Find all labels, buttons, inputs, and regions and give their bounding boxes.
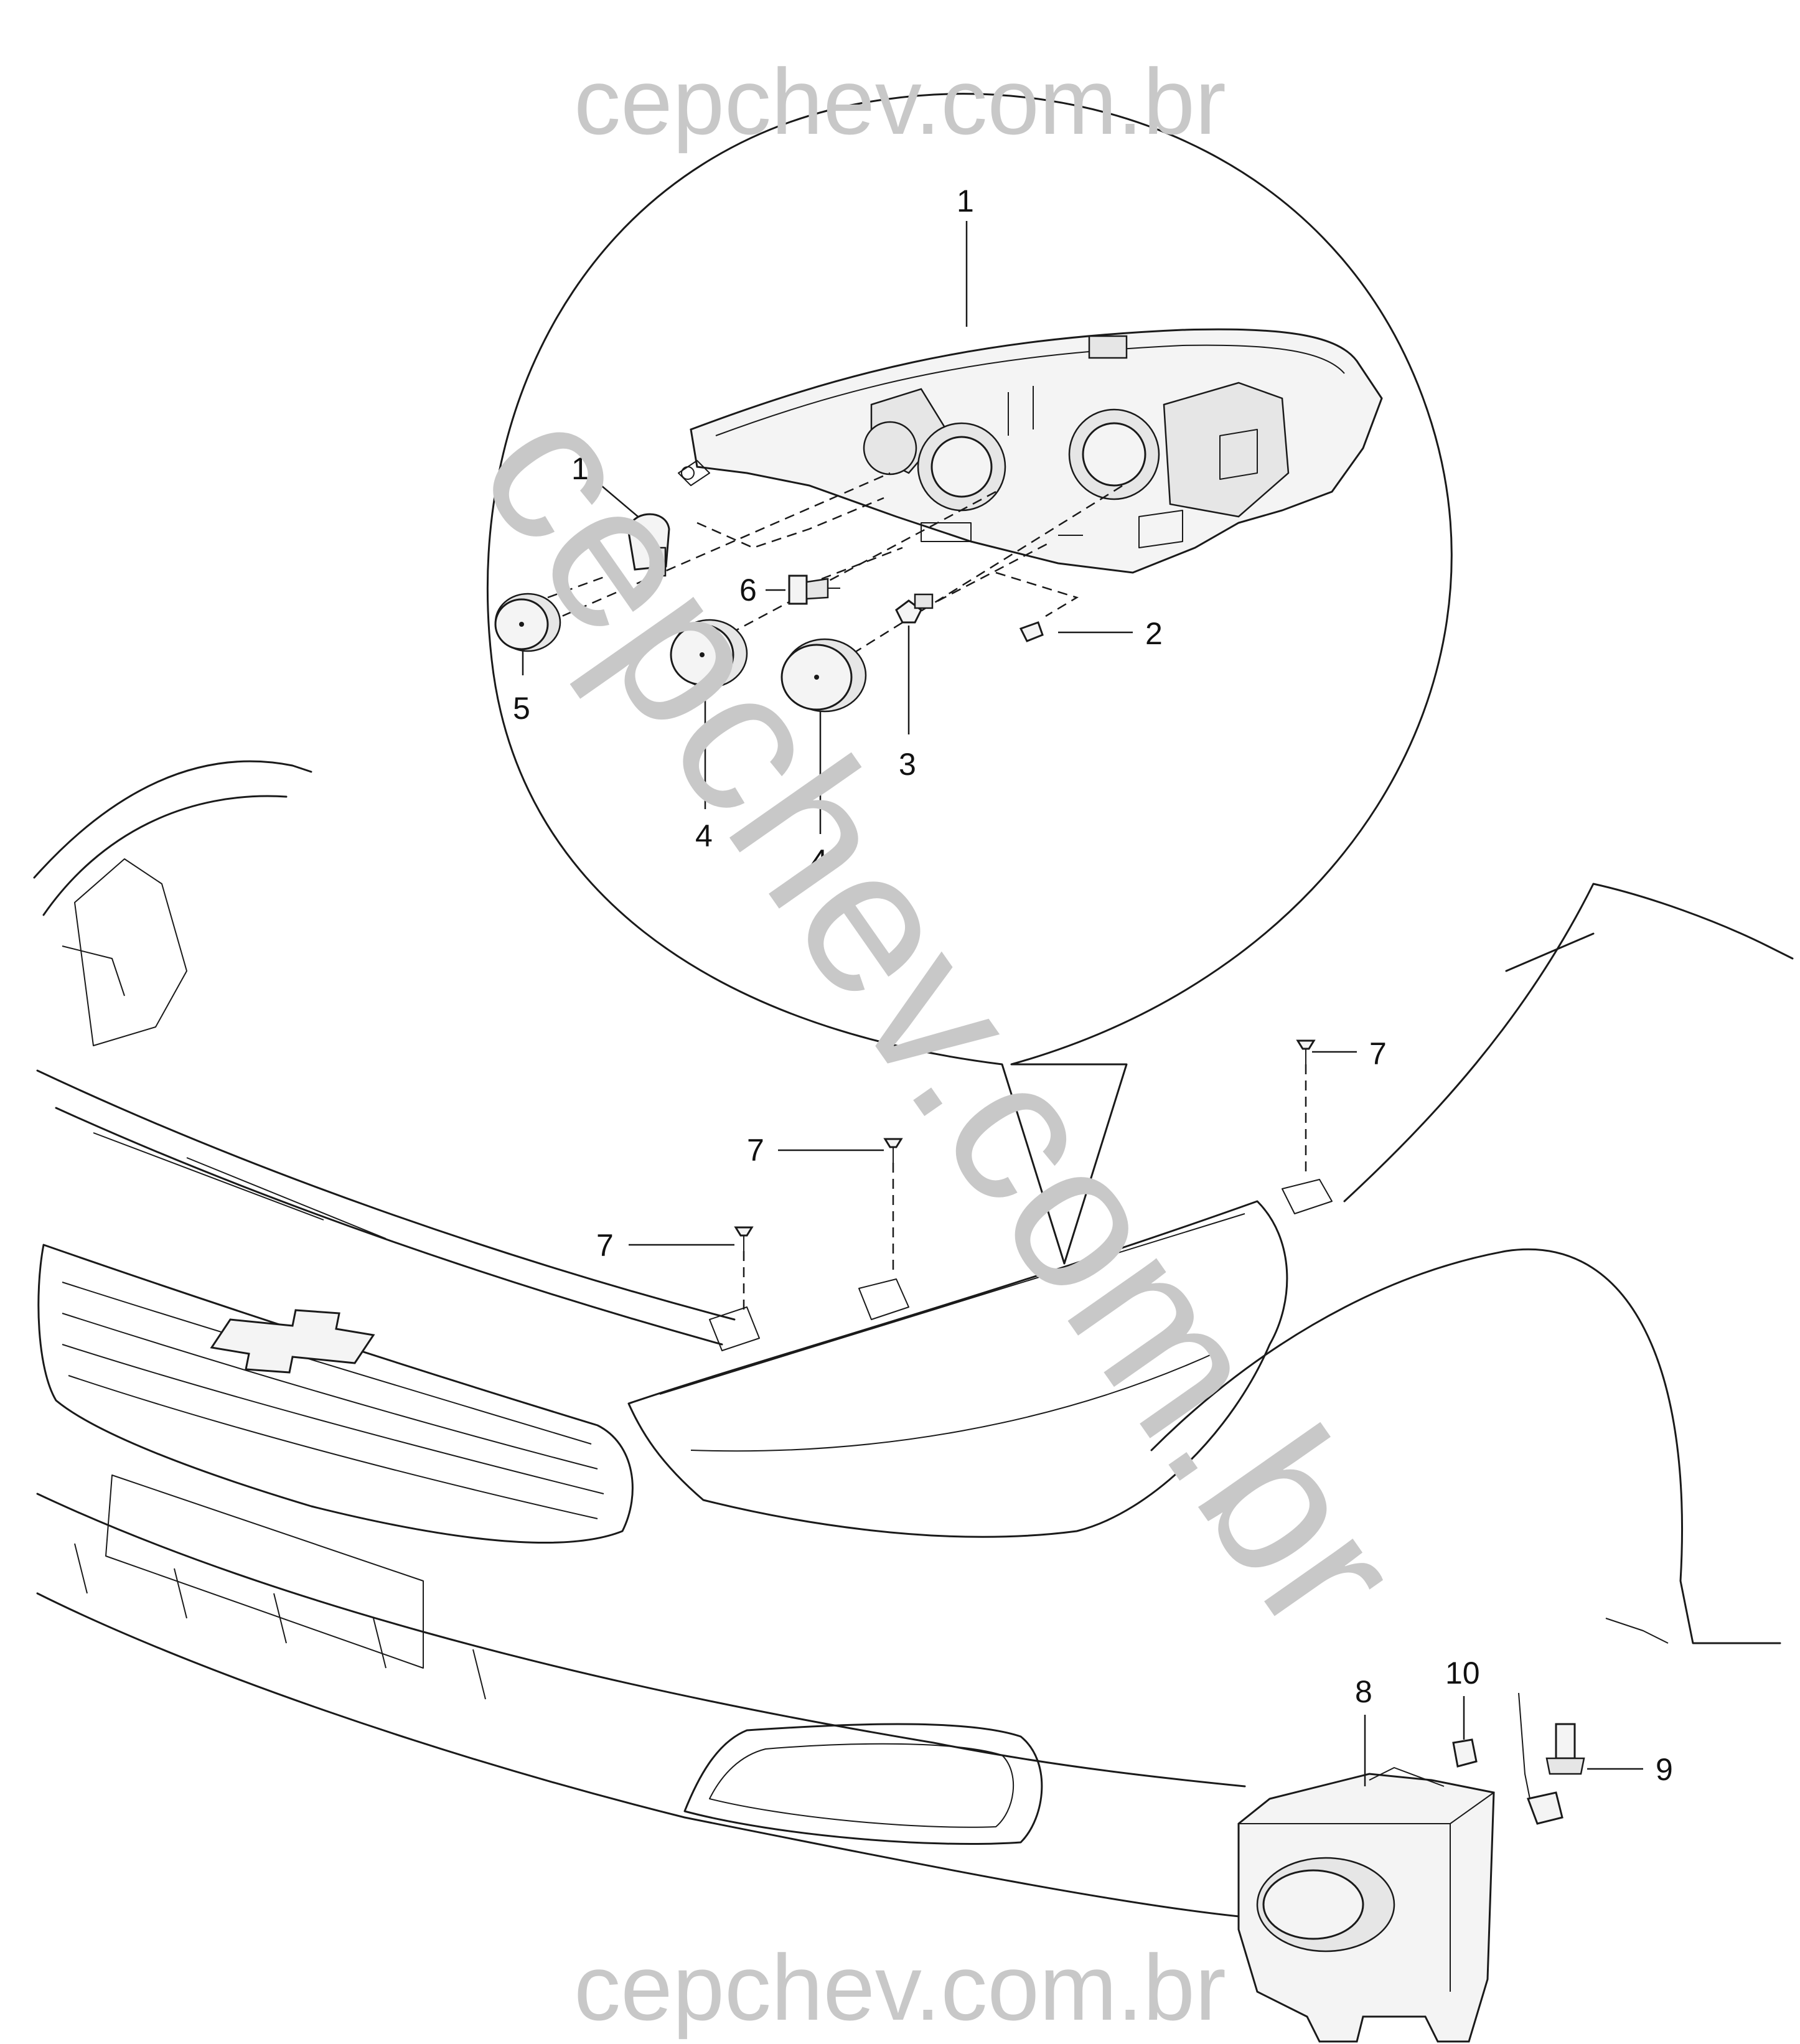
callout-6: 6 [739,573,757,607]
callout-leaders [522,221,1643,1786]
detail-magnifier-bubble [487,93,1453,1265]
fog-bulb-icon [1518,1692,1585,1825]
fog-lamp-assembly [1237,1767,1495,2043]
mounting-screws [734,1039,1316,1313]
vehicle-front-body [33,760,1794,1918]
large-cap-left-icon [670,619,748,688]
watermark-diagonal: cepchev.com.br [436,363,1448,1671]
screw-icon [1296,1039,1316,1176]
wedge-bulb-icon [895,593,934,624]
small-parts [494,513,1044,713]
callout-5: 5 [513,691,530,726]
callout-11: 11 [571,451,604,486]
callout-8: 8 [1355,1674,1372,1709]
watermark-bottom: cepchev.com.br [574,1935,1226,2040]
callout-3: 3 [899,747,916,782]
headlamp-assembly [678,328,1383,574]
small-cap-icon [494,593,561,652]
screw-icon [734,1226,754,1313]
bulb-socket-icon [627,513,670,577]
callout-7-middle: 7 [747,1133,764,1168]
callout-1: 1 [957,184,974,218]
chevrolet-bowtie-logo [210,1309,375,1374]
callout-4-left: 4 [695,818,713,853]
screw-icon [883,1138,903,1276]
assembly-direction-lines [547,472,1133,655]
callout-2: 2 [1145,616,1163,651]
callout-10: 10 [1445,1656,1480,1690]
callout-7-left: 7 [596,1228,614,1263]
callout-7-right: 7 [1369,1036,1387,1071]
watermark-top: cepchev.com.br [574,49,1226,154]
callout-9: 9 [1656,1752,1673,1787]
bulb-icon [788,574,840,605]
small-bulb-icon [1019,621,1044,642]
large-cap-right-icon [780,638,867,713]
fog-clip-icon [1452,1738,1478,1768]
callout-4-right: 4 [810,843,828,878]
callout-labels: 1 2 3 4 4 5 6 7 7 7 8 9 10 11 [513,184,1673,1787]
